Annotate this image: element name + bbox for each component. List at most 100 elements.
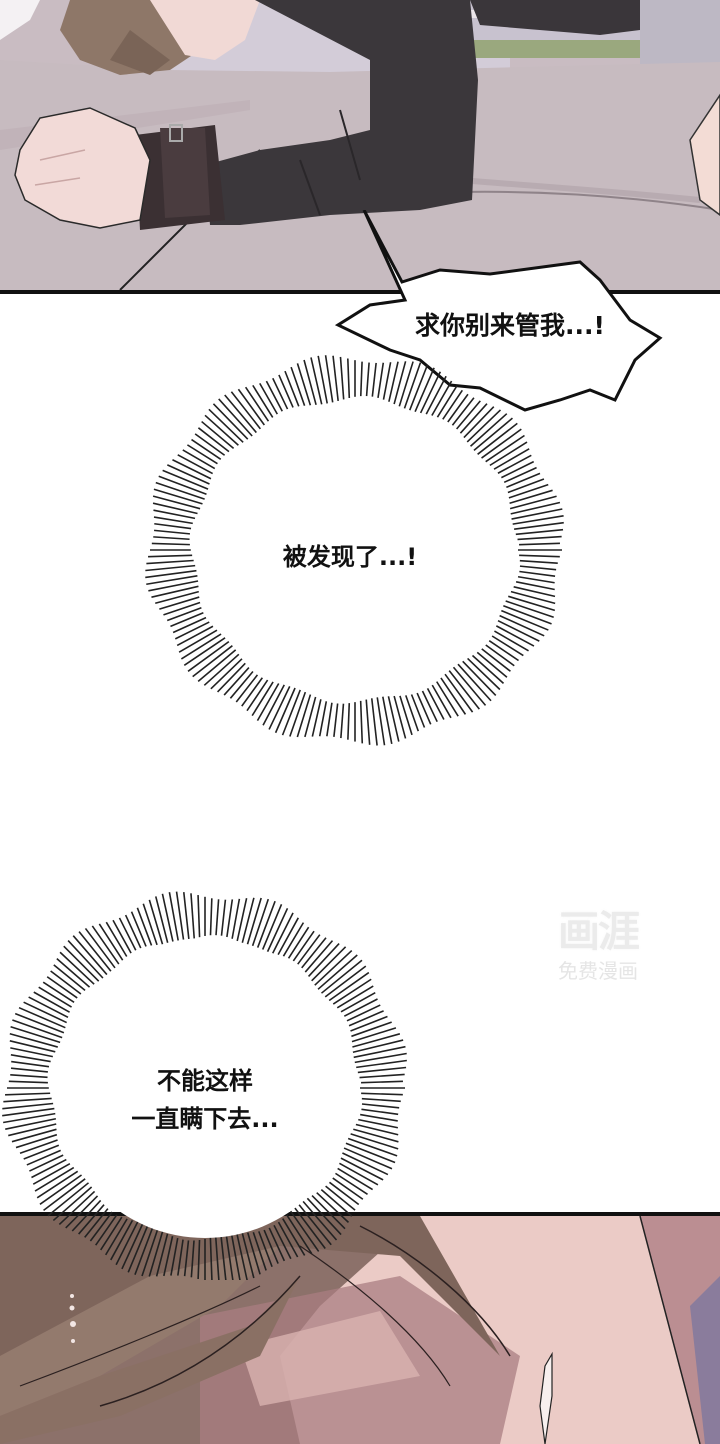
speed-line bbox=[145, 564, 196, 572]
speed-line bbox=[104, 1218, 128, 1256]
speed-line bbox=[5, 1117, 57, 1130]
speed-line bbox=[78, 931, 112, 973]
speed-line bbox=[332, 978, 372, 1005]
emphasis-burst-1 bbox=[145, 355, 564, 746]
speed-line bbox=[348, 1010, 384, 1027]
speed-line bbox=[63, 945, 100, 982]
speed-line bbox=[361, 1108, 399, 1116]
speed-line bbox=[3, 1097, 52, 1103]
speed-line bbox=[351, 1021, 392, 1038]
speed-line bbox=[361, 1097, 401, 1103]
speed-line bbox=[258, 1231, 273, 1268]
speed-line bbox=[10, 1067, 48, 1073]
speed-line bbox=[152, 495, 201, 510]
speed-line bbox=[241, 1232, 255, 1279]
speed-line bbox=[10, 1025, 61, 1044]
speed-line bbox=[485, 434, 525, 463]
speed-line bbox=[8, 1080, 48, 1084]
speed-line bbox=[11, 1128, 57, 1143]
watermark-logo: 画涯 bbox=[557, 907, 640, 956]
speed-line bbox=[177, 454, 214, 475]
speed-line bbox=[477, 422, 518, 455]
top-panel-art bbox=[0, 0, 720, 290]
speed-line bbox=[290, 366, 306, 406]
face bbox=[150, 0, 260, 60]
speed-line bbox=[34, 1166, 75, 1192]
speed-line bbox=[38, 986, 72, 1008]
speed-line bbox=[180, 633, 222, 660]
speed-line bbox=[517, 535, 562, 541]
sleeve bbox=[205, 0, 478, 225]
speed-line bbox=[387, 696, 400, 742]
speed-line bbox=[256, 683, 280, 721]
speed-line bbox=[263, 1229, 279, 1264]
speed-line bbox=[352, 1039, 404, 1053]
speed-line bbox=[246, 679, 269, 712]
speed-line bbox=[84, 927, 116, 969]
speed-line bbox=[382, 362, 392, 400]
speed-line bbox=[347, 358, 351, 399]
speed-line bbox=[506, 472, 541, 489]
speed-line bbox=[304, 696, 317, 738]
speed-line bbox=[359, 361, 363, 397]
speed-line bbox=[105, 921, 128, 957]
speed-line bbox=[509, 489, 553, 505]
speed-line bbox=[316, 1192, 350, 1223]
speed-line bbox=[225, 1233, 234, 1280]
speed-line bbox=[155, 1233, 169, 1277]
speed-line bbox=[155, 481, 205, 500]
speed-line bbox=[451, 397, 475, 426]
speed-line bbox=[332, 1177, 364, 1200]
speed-line bbox=[95, 1214, 118, 1246]
speed-line bbox=[337, 1167, 374, 1191]
speed-line bbox=[153, 529, 191, 535]
speed-line bbox=[152, 502, 198, 515]
speed-line bbox=[223, 667, 250, 696]
speed-line bbox=[325, 1185, 356, 1211]
speed-line bbox=[517, 575, 555, 584]
speed-line bbox=[311, 1194, 346, 1230]
speed-line bbox=[176, 625, 214, 647]
speed-line bbox=[146, 575, 198, 586]
speed-line bbox=[286, 1214, 313, 1255]
speed-line bbox=[216, 662, 246, 693]
speed-line bbox=[510, 501, 561, 515]
speed-line bbox=[9, 1040, 56, 1053]
speed-line bbox=[361, 1080, 403, 1084]
speed-line bbox=[302, 1200, 338, 1241]
speed-line bbox=[431, 380, 453, 416]
speed-line bbox=[493, 448, 530, 470]
speed-line bbox=[436, 681, 459, 717]
speed-line bbox=[170, 612, 204, 628]
speed-line bbox=[365, 362, 370, 397]
speed-line bbox=[365, 699, 371, 745]
burst-speed-lines bbox=[2, 891, 407, 1280]
speed-line bbox=[352, 1033, 401, 1048]
speed-line bbox=[444, 673, 474, 713]
speed-line bbox=[112, 919, 132, 954]
speed-line bbox=[210, 658, 243, 690]
speed-line bbox=[345, 1142, 396, 1164]
speed-line bbox=[127, 1224, 149, 1273]
speed-line bbox=[414, 367, 435, 412]
speed-line bbox=[354, 1052, 407, 1064]
speed-line bbox=[511, 508, 563, 520]
speed-line bbox=[370, 698, 378, 746]
speed-line bbox=[175, 891, 185, 942]
speed-line bbox=[355, 1123, 399, 1136]
speed-line bbox=[15, 1133, 58, 1149]
speed-line bbox=[32, 1162, 71, 1185]
speed-line bbox=[393, 695, 407, 739]
speed-line bbox=[5, 1092, 51, 1096]
speed-line bbox=[301, 937, 327, 969]
speed-line bbox=[251, 681, 274, 717]
speed-line bbox=[183, 637, 226, 667]
speed-line bbox=[508, 483, 549, 499]
speed-line bbox=[151, 542, 190, 546]
speed-line bbox=[2, 1102, 54, 1110]
speed-line bbox=[251, 898, 270, 948]
speed-line bbox=[501, 460, 535, 479]
speed-line bbox=[19, 1139, 58, 1155]
speed-line bbox=[503, 466, 537, 484]
speed-line bbox=[311, 946, 347, 982]
